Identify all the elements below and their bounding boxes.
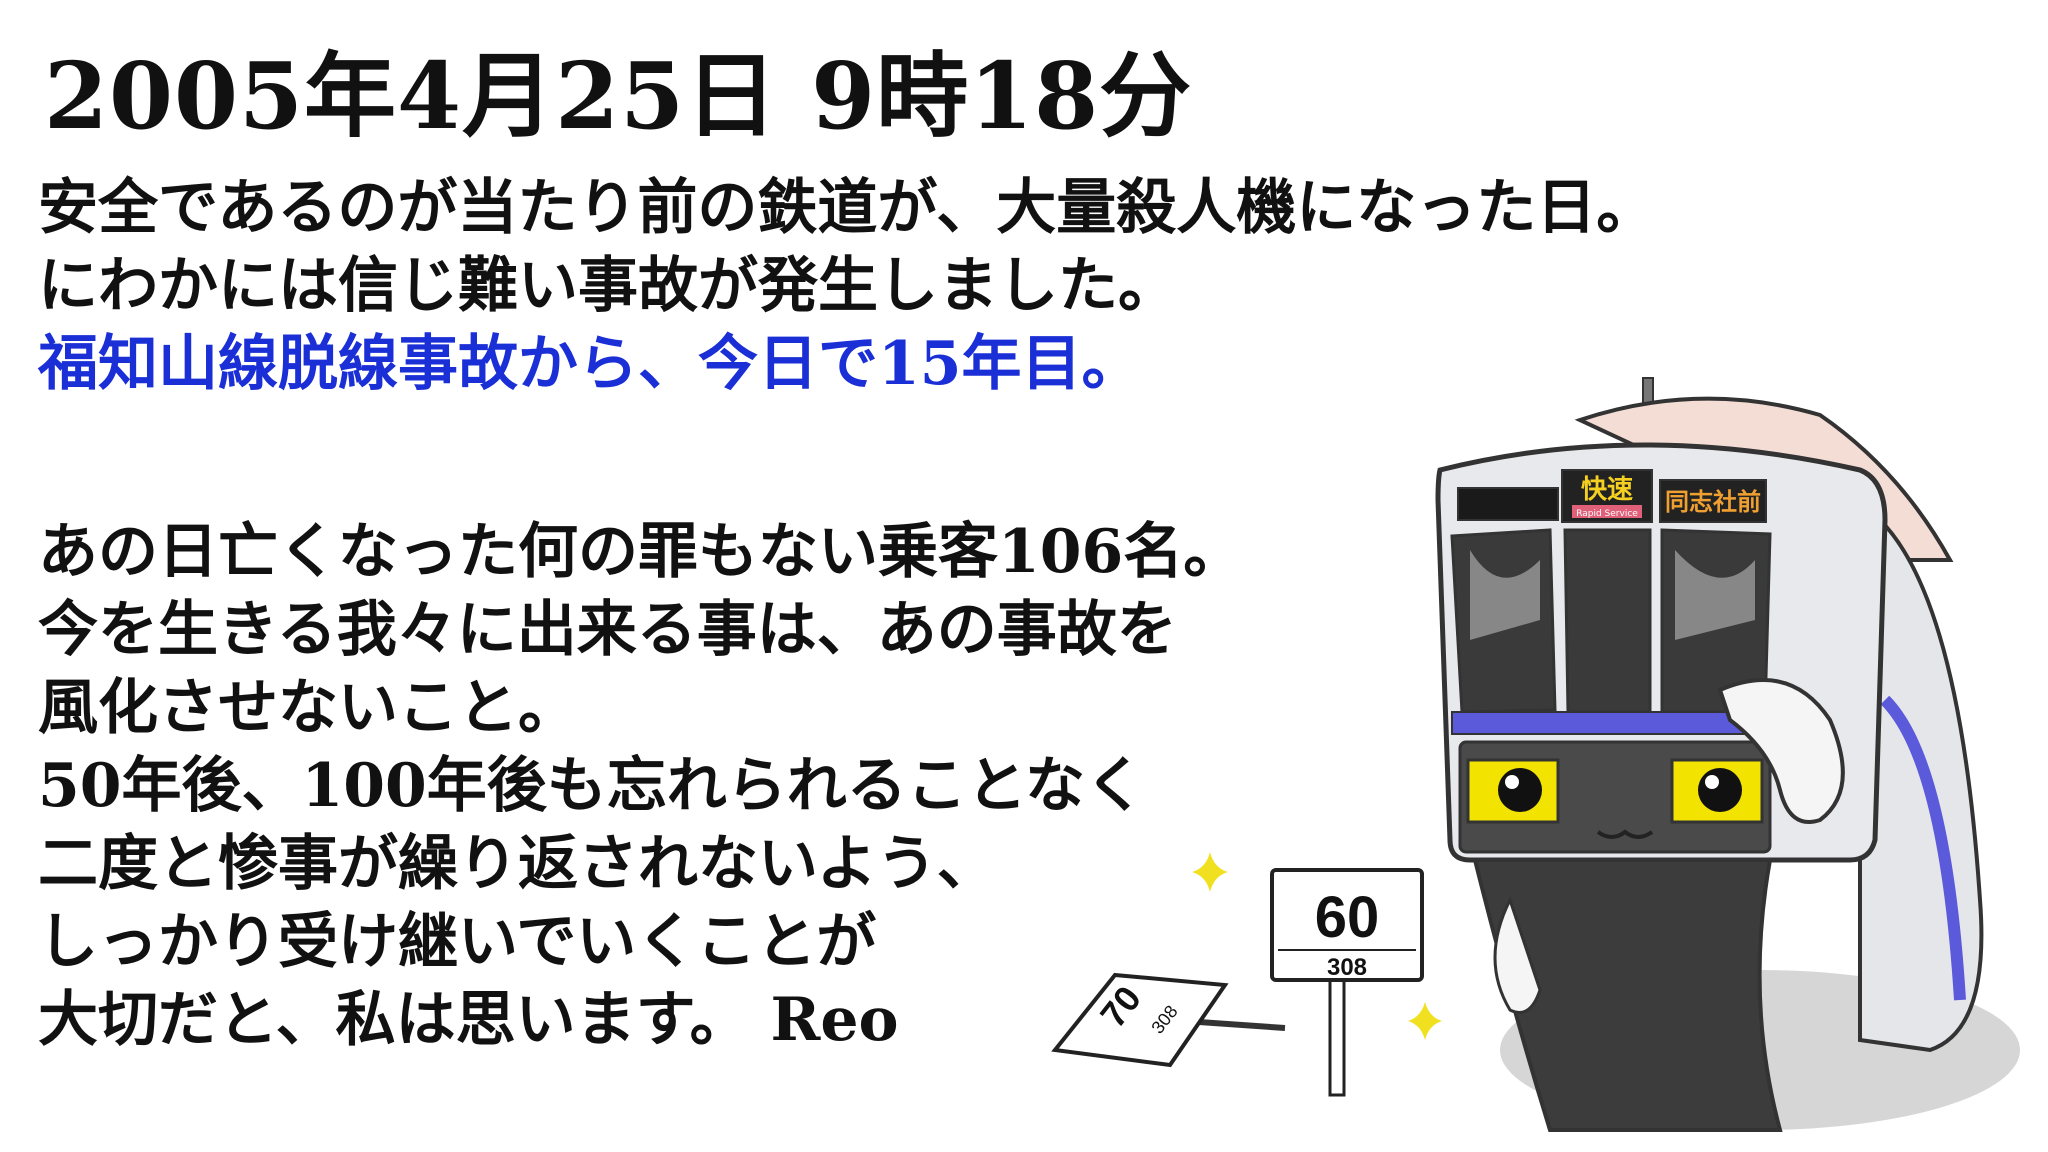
date-time-heading: 2005年4月25日 9時18分 (44, 42, 1193, 150)
message-line: にわかには信じ難い事故が発生しました。 (38, 251, 1178, 321)
message-line: 二度と惨事が繰り返されないよう、 (38, 829, 997, 899)
message-line: 安全であるのが当たり前の鉄道が、大量殺人機になった日。 (38, 173, 1657, 243)
service-sub-display: Rapid Service (1576, 509, 1638, 519)
sparkle-icon (1408, 1002, 1442, 1040)
message-line: 風化させないこと。 (38, 673, 578, 743)
message-line: 50年後、100年後も忘れられることなく (38, 751, 1145, 821)
standing-sign-number: 308 (1327, 954, 1367, 981)
fallen-speed-sign: 70 308 (1051, 972, 1286, 1068)
service-type-display: 快速 (1581, 475, 1633, 505)
sparkle-icon (1192, 852, 1228, 892)
train-character: 快速 Rapid Service 同志社前 (1435, 377, 1984, 1132)
anniversary-line: 福知山線脱線事故から、今日で15年目。 (38, 329, 1142, 399)
message-line: 今を生きる我々に出来る事は、あの事故を (38, 595, 1177, 665)
standing-speed-sign: 60 308 (1270, 868, 1424, 1097)
destination-display: 同志社前 (1665, 488, 1761, 516)
message-line: しっかり受け継いでいくことが (38, 907, 877, 977)
message-line: あの日亡くなった何の罪もない乗客106名。 (38, 517, 1244, 587)
standing-sign-speed: 60 (1315, 885, 1380, 950)
message-line: 大切だと、私は思います。 Reo (38, 985, 899, 1055)
